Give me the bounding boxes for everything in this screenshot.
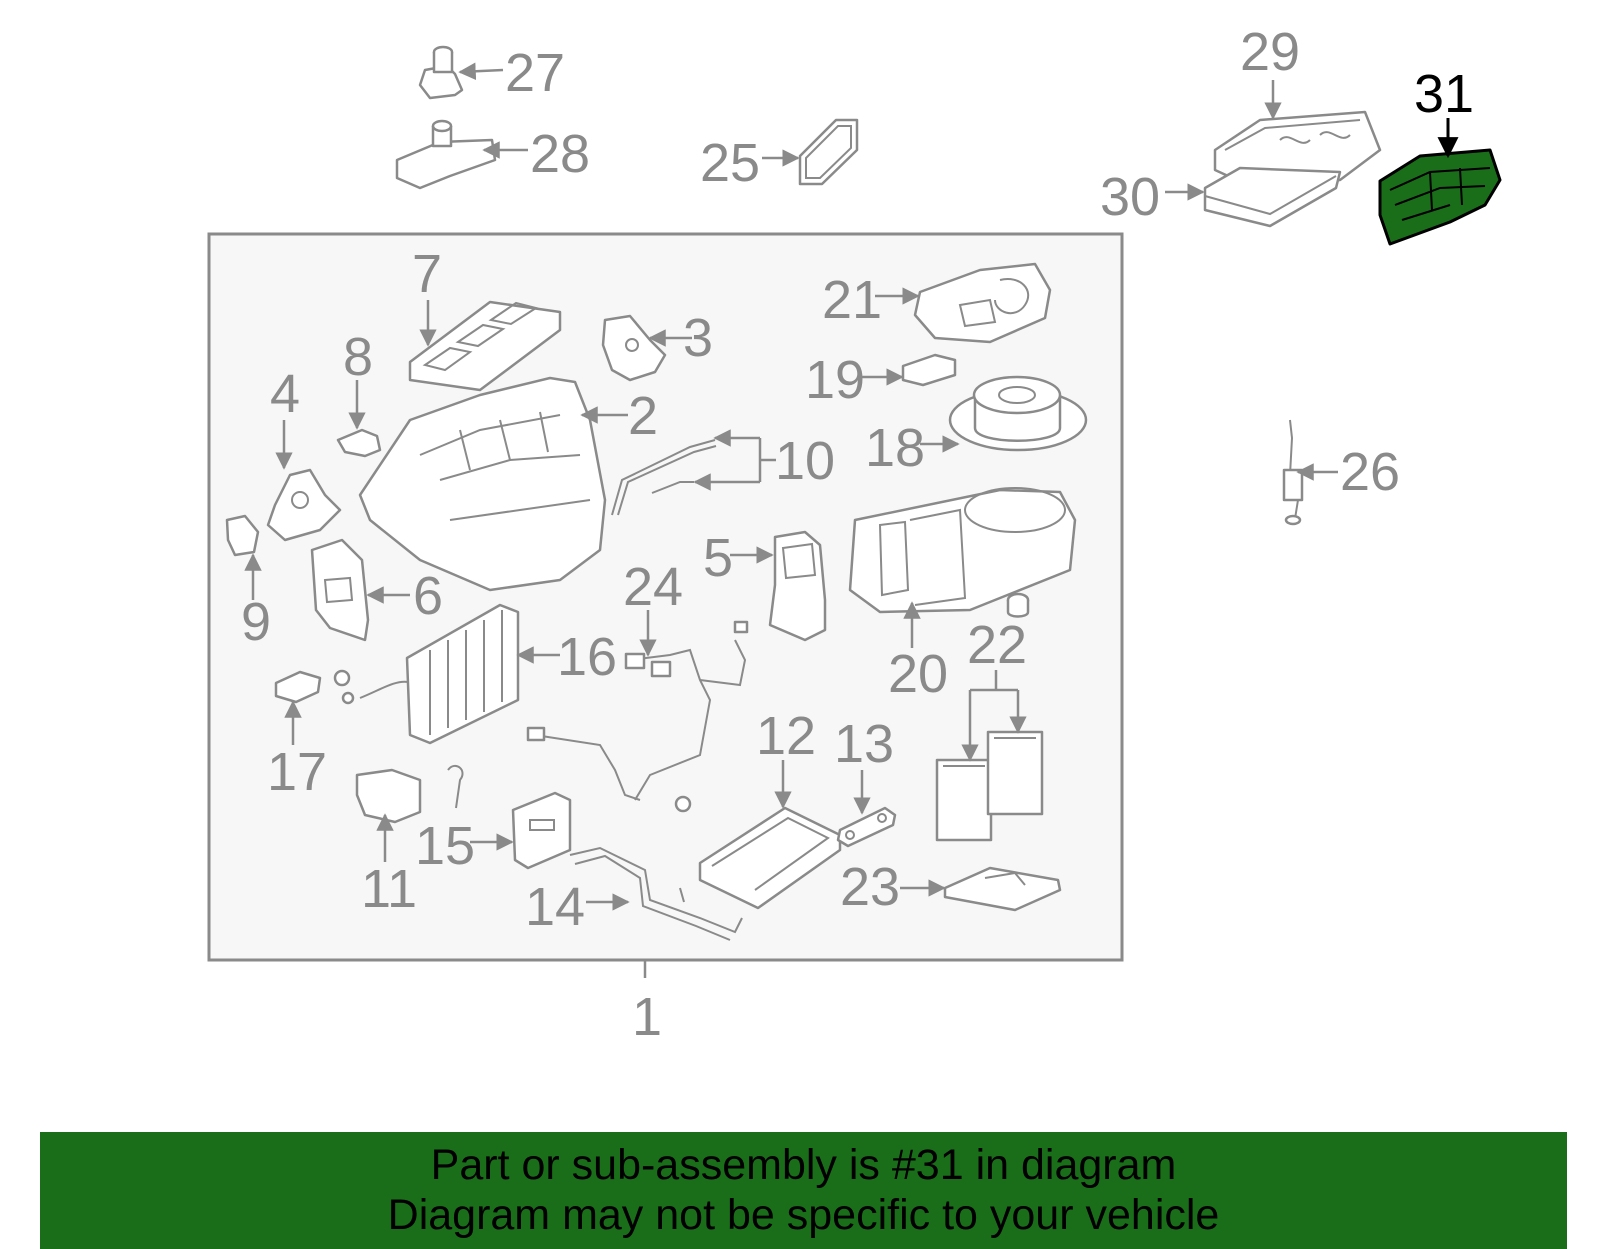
part-21-blower-housing[interactable] <box>913 262 1052 344</box>
label-11: 11 <box>361 859 417 919</box>
label-3: 3 <box>683 308 713 368</box>
banner-line-1: Part or sub-assembly is #31 in diagram <box>430 1141 1177 1189</box>
part-17-expansion-valve[interactable] <box>274 670 322 704</box>
label-26: 26 <box>1340 442 1400 502</box>
part-8-sensor[interactable] <box>336 428 382 458</box>
label-16: 16 <box>557 627 617 687</box>
label-29: 29 <box>1240 22 1300 82</box>
part-13-seal[interactable] <box>836 806 897 848</box>
part-3-actuator[interactable] <box>601 314 667 382</box>
label-1: 1 <box>632 987 662 1047</box>
part-9-clip[interactable] <box>225 514 260 557</box>
part-18-blower-motor[interactable] <box>948 375 1088 452</box>
part-24-wire-harness[interactable] <box>526 620 749 813</box>
label-22: 22 <box>967 615 1027 675</box>
label-24: 24 <box>623 557 683 617</box>
banner-line-2: Diagram may not be specific to your vehi… <box>387 1191 1220 1239</box>
leader-10-bracket <box>758 438 776 482</box>
part-6-duct[interactable] <box>310 538 370 642</box>
part-31-highlighted-door[interactable] <box>1378 148 1502 246</box>
part-2-hvac-case[interactable] <box>358 376 607 592</box>
part-11-bracket[interactable] <box>355 764 464 824</box>
label-18: 18 <box>865 418 925 478</box>
part-4-actuator[interactable] <box>266 468 342 542</box>
label-27: 27 <box>505 43 565 103</box>
part-28-sensor[interactable] <box>395 119 497 190</box>
part-16-evaporator[interactable] <box>333 603 520 745</box>
part-25-filter-seal[interactable] <box>798 118 859 186</box>
label-5: 5 <box>703 528 733 588</box>
label-17: 17 <box>267 742 327 802</box>
label-2: 2 <box>628 386 658 446</box>
label-25: 25 <box>700 133 760 193</box>
info-banner: Part or sub-assembly is #31 in diagram D… <box>40 1132 1567 1249</box>
label-20: 20 <box>888 644 948 704</box>
label-10: 10 <box>775 431 835 491</box>
label-13: 13 <box>834 714 894 774</box>
part-5-duct[interactable] <box>768 530 827 642</box>
label-9: 9 <box>241 592 271 652</box>
part-22-filters[interactable] <box>935 592 1044 842</box>
label-19: 19 <box>805 350 865 410</box>
label-31: 31 <box>1414 64 1474 124</box>
part-10-hoses[interactable] <box>611 439 717 516</box>
label-6: 6 <box>413 566 443 626</box>
part-23-cover[interactable] <box>943 866 1062 912</box>
leader-22-bracket <box>970 670 1018 692</box>
label-21: 21 <box>822 270 882 330</box>
label-12: 12 <box>756 706 816 766</box>
label-14: 14 <box>525 877 585 937</box>
part-15-heater-core-cover[interactable] <box>511 791 572 870</box>
label-7: 7 <box>412 244 442 304</box>
label-30: 30 <box>1100 167 1160 227</box>
part-30-cabin-filter[interactable] <box>1203 166 1342 228</box>
leader-27 <box>458 62 504 81</box>
part-7-air-door[interactable] <box>408 300 562 392</box>
part-14-pipes[interactable] <box>569 846 743 941</box>
part-27-sensor[interactable] <box>418 45 464 100</box>
label-28: 28 <box>530 124 590 184</box>
label-15: 15 <box>415 816 475 876</box>
label-23: 23 <box>840 857 900 917</box>
part-20-blower-case[interactable] <box>848 487 1077 614</box>
label-4: 4 <box>270 364 300 424</box>
label-8: 8 <box>343 327 373 387</box>
